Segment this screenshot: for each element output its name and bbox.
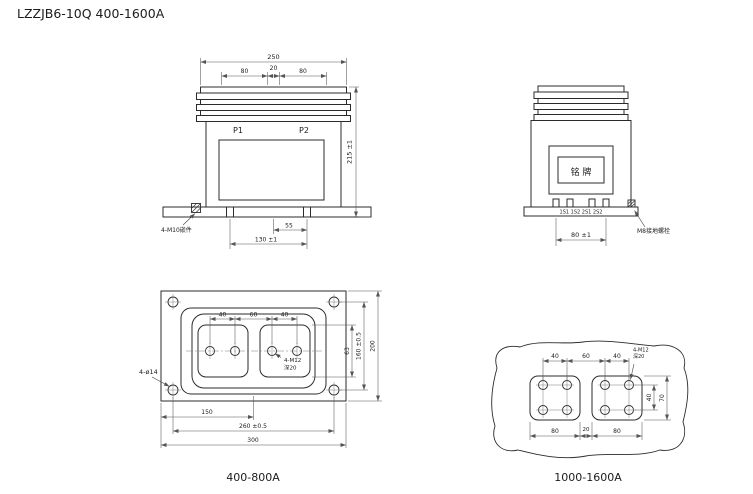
dim-250: 250: [267, 53, 279, 61]
plan-tap-leader: [274, 353, 282, 359]
terminal-dim-70: 70: [659, 394, 666, 402]
caption-400-800a: 400-800A: [226, 471, 280, 484]
terminal-dim-40-rows: 40: [646, 394, 653, 402]
plan-dim-40-right: 40: [281, 312, 289, 319]
dim-55: 55: [285, 223, 293, 230]
note-m10-inserts: 4-M10嵌件: [161, 226, 192, 234]
dim-80-left: 80: [241, 68, 249, 75]
plan-view: 40 60 40 63 160 ±0.5 200 4-ø14 4-M12 深20…: [139, 290, 382, 484]
ground-bolt-symbol: [627, 199, 636, 208]
nameplate-label: 铭 牌: [571, 166, 592, 178]
terminal-tap-leader: [629, 363, 635, 380]
plan-dimension-lines: [161, 291, 380, 447]
terminal-extension-lines: [529, 358, 671, 440]
terminal-holes: [538, 380, 634, 415]
terminal-group-outlines: [529, 375, 643, 421]
label-p2: P2: [299, 126, 309, 135]
terminal-note-tap-depth: 深20: [633, 353, 644, 360]
plan-dim-200: 200: [370, 340, 377, 352]
plan-dim-260: 260 ±0.5: [239, 423, 267, 430]
drawing-title: LZZJB6-10Q 400-1600A: [17, 6, 165, 21]
front-dimension-lines: [200, 60, 358, 246]
terminal-dim-80-left: 80: [551, 428, 559, 435]
plan-note-tap-depth: 深20: [284, 364, 297, 372]
side-view-body-outline: [523, 85, 639, 217]
note-m8-ground-bolt: M8接地螺栓: [637, 227, 670, 235]
terminal-crosshairs: [536, 377, 636, 418]
insert-hatch-symbol: [191, 203, 201, 213]
plan-note-4-m12: 4-M12: [284, 358, 301, 364]
note-4-o14: 4-ø14: [139, 368, 158, 376]
dim-height-215: 215 ±1: [346, 140, 354, 164]
caption-1000-1600a: 1000-1600A: [554, 471, 622, 484]
plan-dim-40-left: 40: [219, 312, 227, 319]
plan-dim-63: 63: [344, 347, 351, 355]
plan-dim-300: 300: [247, 437, 259, 444]
secondary-terminal-labels: 1S1 1S2 2S1 2S2: [560, 210, 603, 216]
dim-80-base: 80 ±1: [571, 231, 591, 239]
ground-bolt-leader: [634, 210, 646, 228]
terminal-note-4-m12: 4-M12: [633, 348, 649, 354]
plan-extension-lines: [160, 290, 382, 448]
plan-dim-160: 160 ±0.5: [356, 332, 363, 360]
dim-20: 20: [270, 65, 278, 72]
front-view-body-outline: [162, 86, 372, 218]
plan-crosshairs: [165, 294, 342, 398]
plan-view-outline: [160, 290, 347, 402]
insert-leader-line: [182, 213, 196, 226]
plan-dim-60: 60: [250, 312, 258, 319]
label-p1: P1: [233, 126, 243, 135]
terminal-dim-80-right: 80: [613, 428, 621, 435]
terminal-dim-60: 60: [582, 353, 590, 360]
dim-130: 130 ±1: [255, 237, 277, 244]
terminal-view-break-boundary: [491, 340, 689, 459]
terminal-dim-20: 20: [583, 427, 590, 433]
hole-dia-leader: [151, 376, 170, 387]
dim-80-right: 80: [299, 68, 307, 75]
side-view: 铭 牌 1S1 1S2 2S1 2S2 80 ±1 M8接地螺栓: [523, 85, 670, 246]
terminal-dim-40-left: 40: [551, 353, 559, 360]
terminal-dimension-lines: [530, 359, 669, 438]
terminal-view: 40 60 40 4-M12 深20 40 70 80 20 80 1000-1…: [491, 340, 689, 484]
plan-dim-150: 150: [201, 409, 213, 416]
terminal-dim-40-right: 40: [613, 353, 621, 360]
front-view: 250 80 20 80 P1 P2 215 ±1 4-M10嵌件 55 130…: [161, 53, 372, 249]
